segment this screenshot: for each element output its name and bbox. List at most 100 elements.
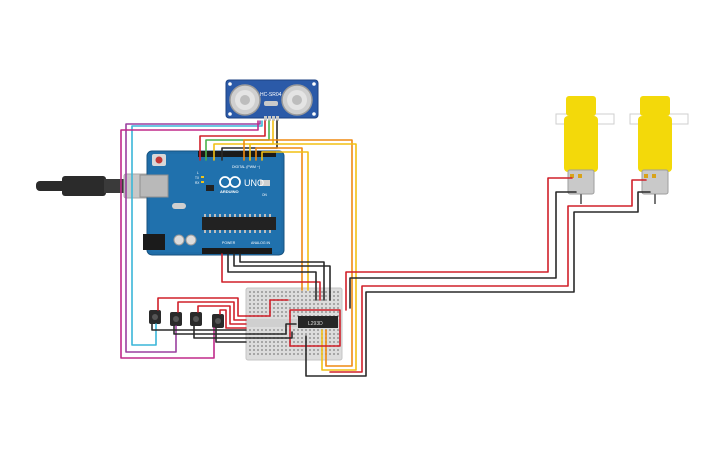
breadboard-hole (325, 291, 327, 293)
breadboard-hole (277, 291, 279, 293)
breadboard-hole (261, 295, 263, 297)
wire-gnd-2 (233, 253, 331, 301)
breadboard-hole (309, 299, 311, 301)
breadboard-hole (253, 295, 255, 297)
breadboard-hole (293, 315, 295, 317)
breadboard-hole (257, 353, 259, 355)
breadboard-hole (293, 303, 295, 305)
wire-yellow-1 (249, 143, 357, 371)
breadboard-hole (277, 295, 279, 297)
breadboard-hole (301, 329, 303, 331)
wire-cyan (131, 120, 263, 346)
breadboard-hole (301, 291, 303, 293)
breadboard-hole (317, 341, 319, 343)
breadboard-hole (293, 311, 295, 313)
dc-motor-right[interactable] (629, 96, 689, 204)
arduino-uno-board[interactable]: ARDUINO UNO DIGITAL (PWM ~) POWER ANALOG… (139, 150, 285, 256)
breadboard-hole (257, 291, 259, 293)
breadboard-hole (333, 311, 335, 313)
breadboard-hole (297, 341, 299, 343)
breadboard-hole (301, 299, 303, 301)
breadboard-hole (313, 333, 315, 335)
ir-sensor-3[interactable] (190, 312, 202, 326)
breadboard-hole (281, 291, 283, 293)
breadboard-hole (257, 299, 259, 301)
breadboard-hole (297, 337, 299, 339)
breadboard-hole (333, 329, 335, 331)
breadboard-hole (297, 353, 299, 355)
l293d-driver-ic[interactable]: L293D (298, 316, 338, 328)
ir-sensor-4[interactable] (212, 314, 224, 328)
breadboard-hole (305, 307, 307, 309)
wire-yellow-2 (261, 151, 309, 291)
breadboard-hole (297, 299, 299, 301)
breadboard-hole (305, 329, 307, 331)
breadboard-hole (333, 333, 335, 335)
breadboard-hole (269, 295, 271, 297)
breadboard-hole (309, 303, 311, 305)
breadboard-hole (293, 291, 295, 293)
breadboard-hole (297, 291, 299, 293)
breadboard-hole (317, 307, 319, 309)
breadboard-hole (301, 333, 303, 335)
breadboard-hole (297, 349, 299, 351)
breadboard-hole (277, 311, 279, 313)
transducer-right-icon (281, 84, 313, 116)
breadboard-hole (265, 345, 267, 347)
wire-mod4-black (215, 327, 247, 343)
breadboard-hole (329, 307, 331, 309)
ir-sensor-2[interactable] (170, 312, 182, 326)
breadboard-hole (253, 341, 255, 343)
wire-mod3-black (193, 325, 247, 339)
dc-motor-left[interactable] (555, 96, 615, 204)
breadboard-hole (329, 333, 331, 335)
breadboard-hole (289, 303, 291, 305)
breadboard-hole (309, 349, 311, 351)
breadboard-hole (281, 349, 283, 351)
breadboard-hole (273, 353, 275, 355)
breadboard-hole (277, 307, 279, 309)
breadboard-hole (301, 337, 303, 339)
breadboard-hole (321, 295, 323, 297)
breadboard-hole (337, 299, 339, 301)
breadboard-hole (305, 333, 307, 335)
rx-label: RX (195, 181, 200, 185)
wire-motor-right-black (305, 191, 651, 377)
breadboard-hole (269, 291, 271, 293)
breadboard-hole (293, 329, 295, 331)
digital-header-label: DIGITAL (PWM ~) (232, 165, 260, 169)
breadboard-hole (313, 295, 315, 297)
breadboard-hole (317, 337, 319, 339)
breadboard-hole (289, 353, 291, 355)
breadboard-hole (321, 307, 323, 309)
breadboard-hole (285, 291, 287, 293)
breadboard-hole (249, 345, 251, 347)
breadboard-hole (329, 303, 331, 305)
breadboard-hole (325, 307, 327, 309)
wire-mod1-red (157, 297, 247, 317)
ir-sensor-1[interactable] (149, 310, 161, 324)
ultrasonic-sensor[interactable]: HC-SR04 (225, 79, 319, 121)
breadboard-hole (257, 329, 259, 331)
breadboard-hole (249, 299, 251, 301)
breadboard-hole (325, 295, 327, 297)
breadboard-hole (325, 299, 327, 301)
breadboard-hole (297, 311, 299, 313)
breadboard-hole (277, 345, 279, 347)
breadboard-hole (281, 295, 283, 297)
breadboard-hole (261, 349, 263, 351)
breadboard-hole (265, 303, 267, 305)
breadboard-hole (273, 349, 275, 351)
breadboard-hole (313, 299, 315, 301)
breadboard-hole (269, 345, 271, 347)
wire-motor-right-red (329, 179, 647, 373)
wire-bb-right-3 (245, 331, 293, 339)
reset-button-icon[interactable] (155, 156, 163, 164)
breadboard-hole (289, 291, 291, 293)
breadboard-hole (313, 311, 315, 313)
breadboard-hole (277, 341, 279, 343)
breadboard-hole (289, 307, 291, 309)
breadboard-hole (253, 299, 255, 301)
breadboard-hole (265, 307, 267, 309)
breadboard-hole (309, 337, 311, 339)
